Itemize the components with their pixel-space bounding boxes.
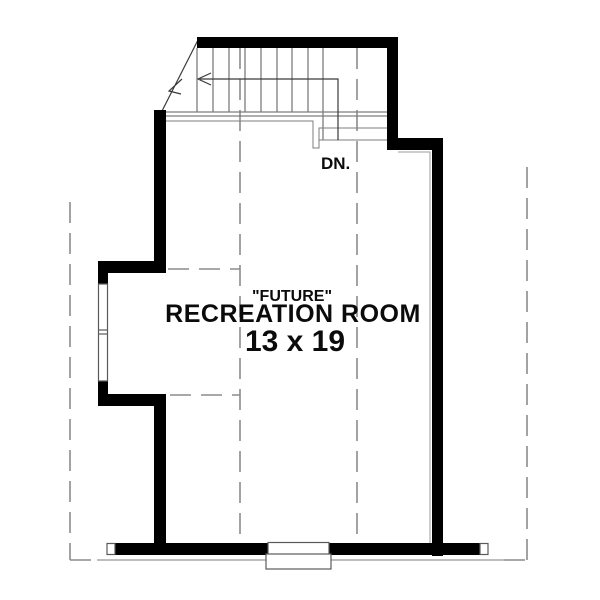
right-wall-inner-line bbox=[398, 151, 431, 543]
wall-jog bbox=[387, 138, 443, 150]
bay-stub-top bbox=[98, 261, 108, 284]
left-wall-lower bbox=[154, 394, 166, 555]
bottom-window bbox=[265, 541, 332, 570]
stair-direction-arrow-icon bbox=[196, 72, 339, 140]
exterior-walls bbox=[115, 37, 481, 556]
right-wall bbox=[432, 138, 443, 556]
bay-top-wall bbox=[98, 261, 166, 273]
stair-treads bbox=[196, 48, 324, 140]
stair-landing-lines bbox=[166, 111, 387, 149]
bay-window bbox=[97, 283, 109, 382]
room-name-label: RECREATION ROOM bbox=[165, 300, 421, 328]
room-qualifier-label: "FUTURE" bbox=[252, 288, 332, 305]
stair-right-wall bbox=[387, 37, 398, 150]
bay-bottom-wall bbox=[98, 394, 166, 406]
room-label: "FUTURE" RECREATION ROOM 13 x 19 bbox=[165, 288, 421, 358]
top-wall bbox=[197, 37, 398, 48]
window-bay bbox=[97, 261, 166, 406]
room-dimensions-label: 13 x 19 bbox=[245, 325, 345, 358]
ceiling-height-dashed-lines bbox=[168, 48, 358, 543]
winder-arrowhead-icon bbox=[167, 78, 183, 95]
stairs-down-label: DN. bbox=[321, 154, 350, 173]
roof-outline-dashed bbox=[69, 167, 528, 561]
bay-stub-bottom bbox=[98, 381, 108, 406]
stair-winder-edge bbox=[160, 37, 200, 114]
bottom-wall-end-ticks bbox=[106, 542, 489, 556]
left-wall-upper bbox=[154, 110, 166, 273]
